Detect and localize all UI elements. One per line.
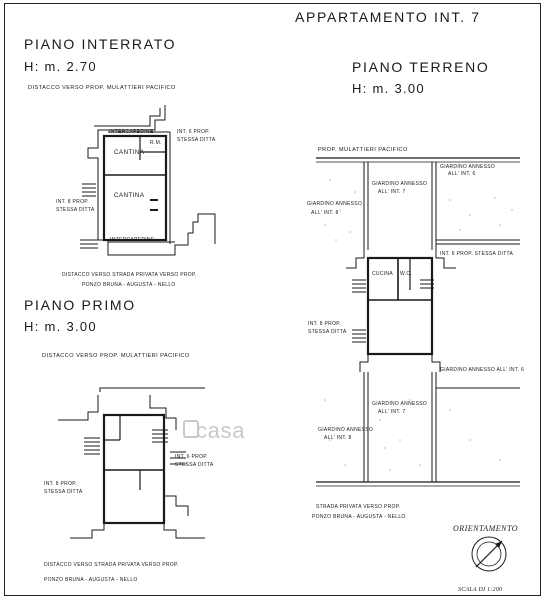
terreno-int8-owner: STESSA DITTA [308,329,347,335]
primo-bottom-owners: PONZO BRUNA - AUGUSTA - NELLO [44,577,138,583]
garden-c-owner: ALL' INT. 8 [311,210,339,216]
apartment-title: APPARTAMENTO INT. 7 [295,9,481,25]
drawing-frame [4,3,541,596]
primo-title: PIANO PRIMO [24,297,136,313]
interrato-bottom-note: DISTACCO VERSO STRADA PRIVATA VERSO PROP… [62,272,197,278]
watermark-logo-icon [183,420,199,438]
garden-e-label: GIARDINO ANNESSO [372,401,428,407]
garden-a-label: GIARDINO ANNESSO [372,181,428,187]
garden-c-label: GIARDINO ANNESSO [307,201,363,207]
terreno-title: PIANO TERRENO [352,59,490,75]
garden-d-label: GIARDINO ANNESSO ALL' INT. 6 [440,367,525,373]
garden-e-owner: ALL' INT. 7 [378,409,406,415]
cantina-2-label: CANTINA [114,192,145,199]
primo-int8: INT. 8 PROP. [44,481,77,487]
watermark-text: casa [196,418,246,443]
interc-top-label: INTERCAPEDINE [109,129,154,135]
interrato-bottom-owners: PONZO BRUNA - AUGUSTA - NELLO [82,282,176,288]
primo-top-note: DISTACCO VERSO PROP. MULATTIERI PACIFICO [42,353,190,359]
primo-int6-owner: STESSA DITTA [175,462,214,468]
scale-label: SCALA DI 1:200 [458,587,503,593]
garden-f-label: GIARDINO ANNESSO [318,427,374,433]
interrato-top-note: DISTACCO VERSO PROP. MULATTIERI PACIFICO [28,85,176,91]
terreno-top-note: PROP. MULATTIERI PACIFICO [318,147,408,153]
interrato-int8: INT. 8 PROP. [56,199,89,205]
garden-a-owner: ALL' INT. 7 [378,189,406,195]
primo-bottom-note: DISTACCO VERSO STRADA PRIVATA VERSO PROP… [44,562,179,568]
terreno-bottom-note: STRADA PRIVATA VERSO PROP. [316,504,401,510]
terreno-int8: INT. 8 PROP. [308,321,341,327]
interrato-int6-owner: STESSA DITTA [177,137,216,143]
terreno-height: H: m. 3.00 [352,81,425,96]
interrato-int6: INT. 6 PROP. [177,129,210,135]
primo-int6: INT. 6 PROP. [175,454,208,460]
interrato-int8-owner: STESSA DITTA [56,207,95,213]
garden-b-label: GIARDINO ANNESSO [440,164,496,170]
primo-height: H: m. 3.00 [24,319,97,334]
garden-f-owner: ALL' INT. 8 [324,435,352,441]
rm-label: R.M. [150,140,162,146]
compass-icon [471,536,507,572]
wc-label: W.C. [400,271,413,277]
cantina-1-label: CANTINA [114,149,145,156]
garden-b-owner: ALL' INT. 6 [448,171,476,177]
primo-int8-owner: STESSA DITTA [44,489,83,495]
kitchen-label: CUCINA [372,271,393,277]
orientation-label: ORIENTAMENTO [453,524,519,533]
interc-bottom-label: INTERCAPEDINE [110,237,155,243]
terreno-int6: INT. 6 PROP. STESSA DITTA [440,251,514,257]
interrato-title: PIANO INTERRATO [24,36,177,52]
terreno-bottom-owners: PONZO BRUNA - AUGUSTA - NELLO [312,514,406,520]
interrato-height: H: m. 2.70 [24,59,97,74]
